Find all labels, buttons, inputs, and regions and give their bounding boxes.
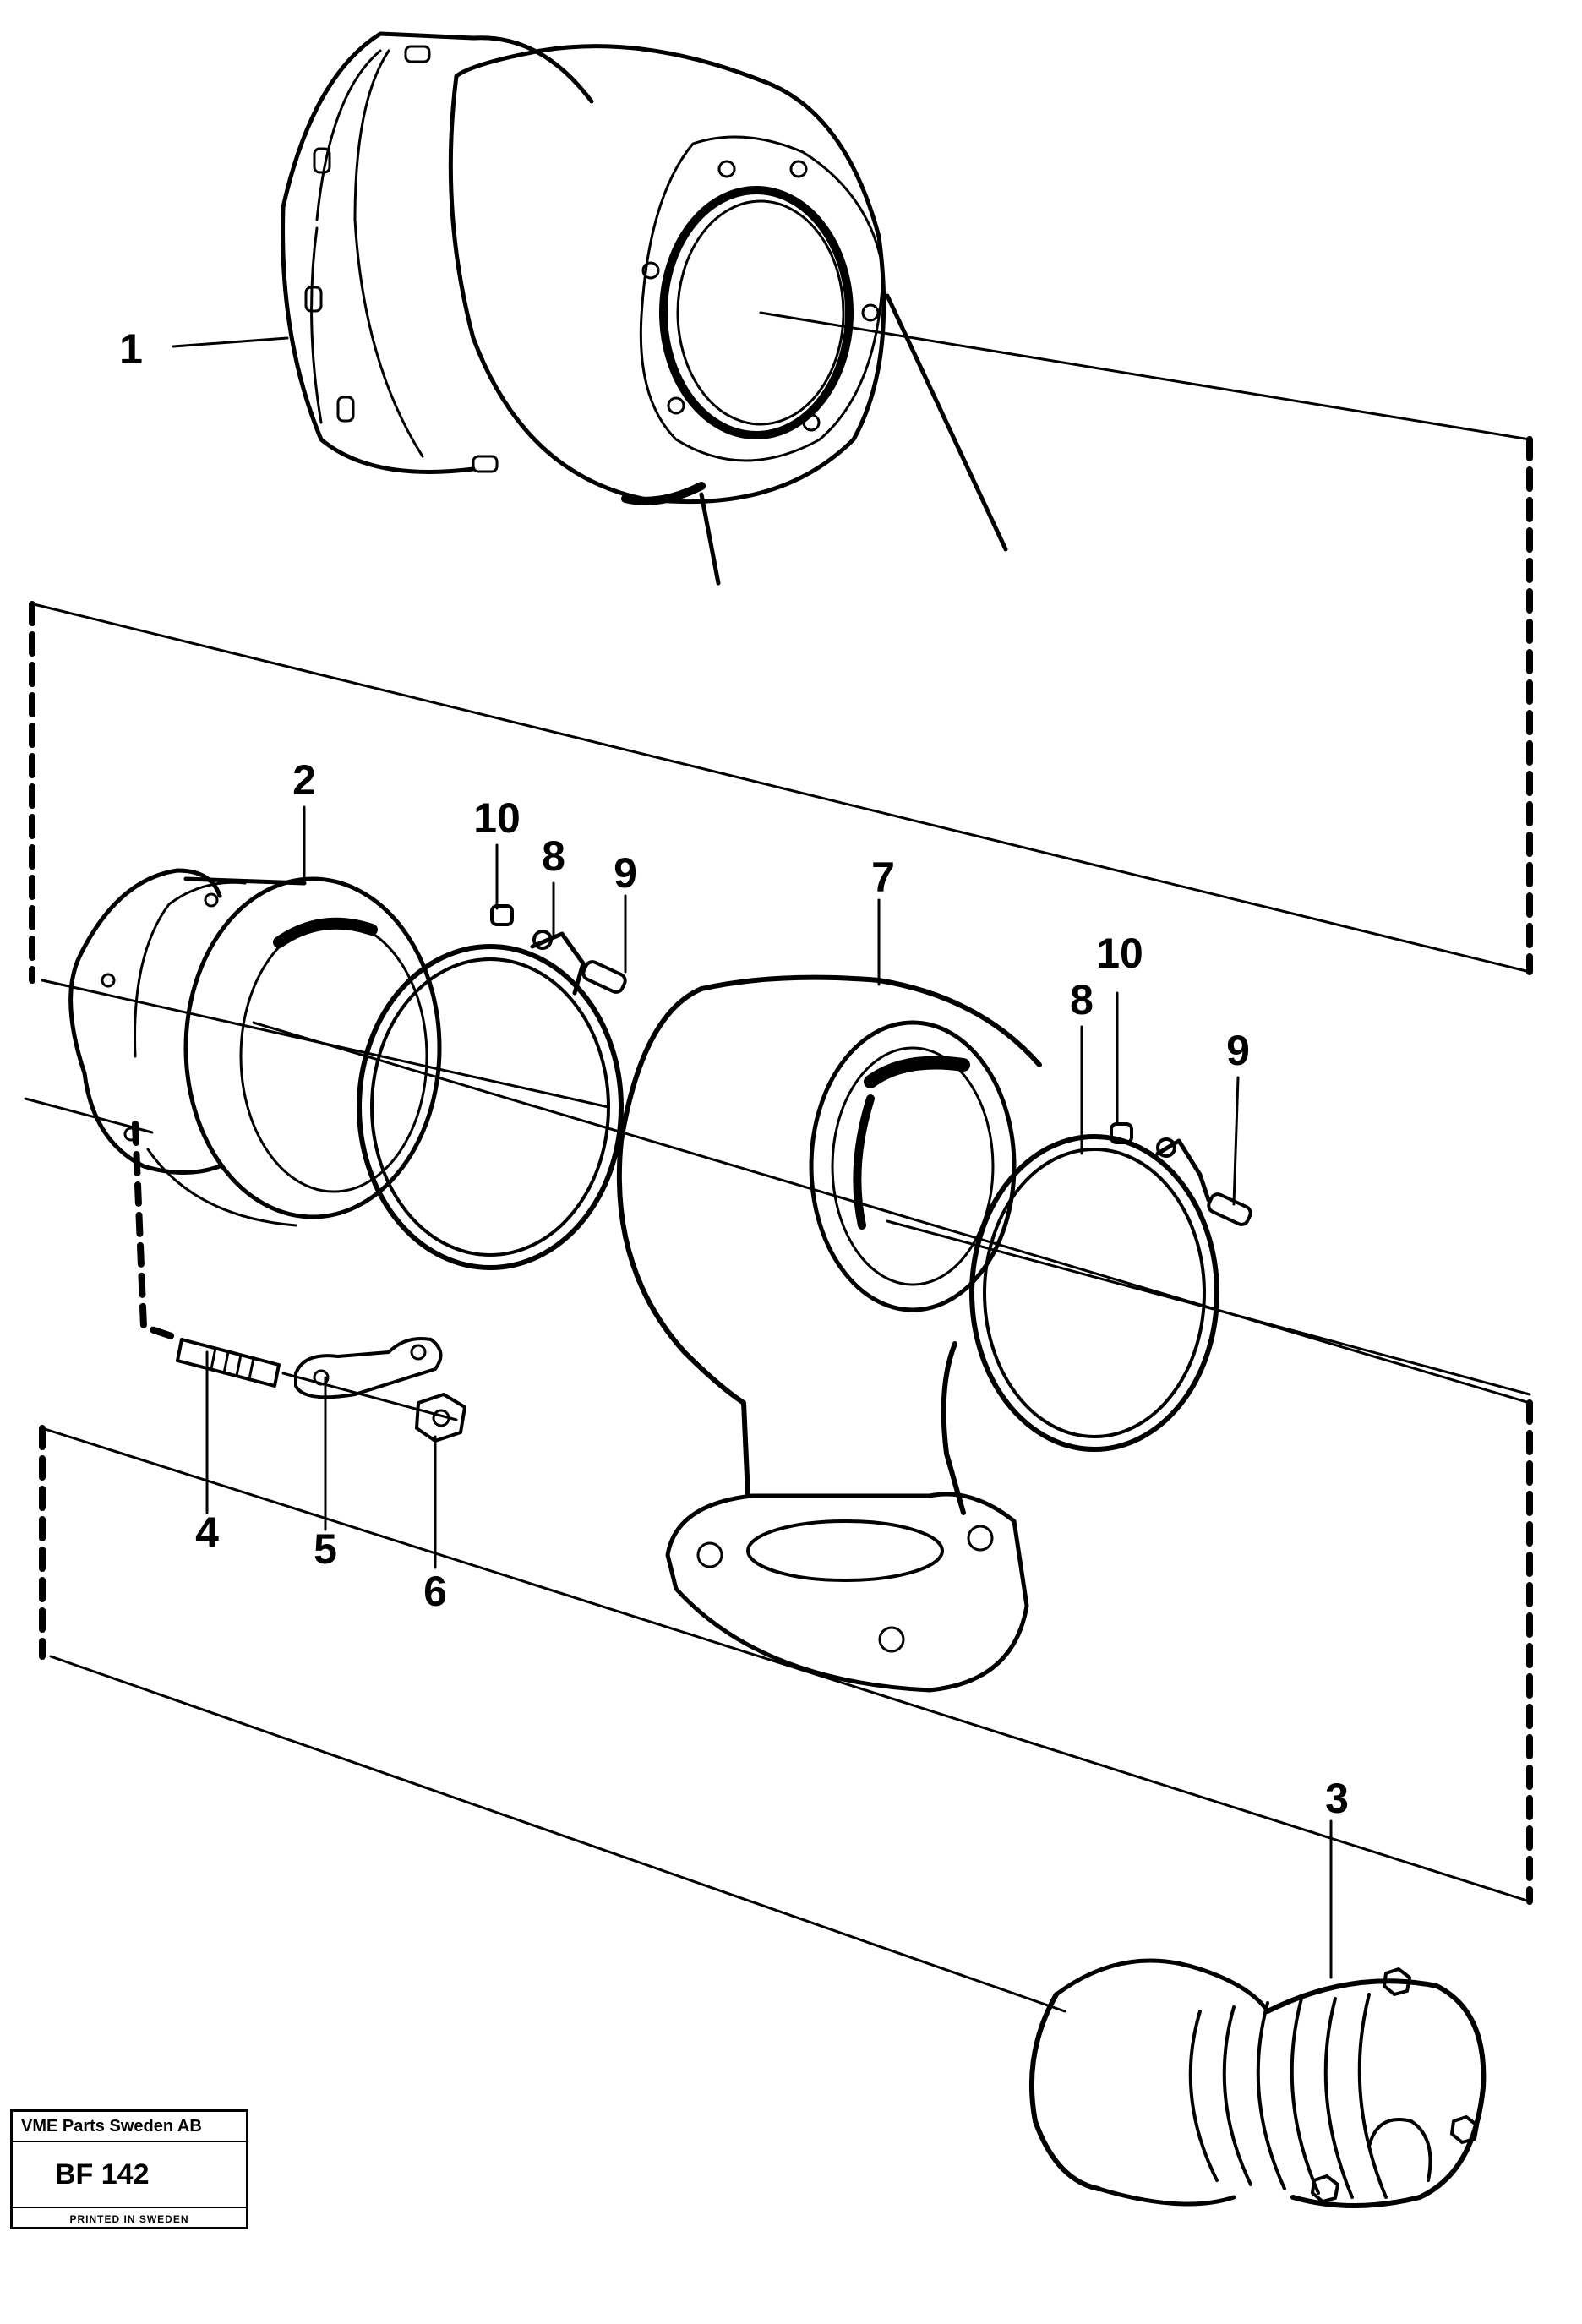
actuator-bellows — [1028, 1958, 1487, 2208]
callout-9-left: 9 — [614, 849, 637, 897]
leader-lines — [172, 336, 1333, 1979]
dashed-brackets — [29, 436, 1533, 1905]
drawing-code: BF 142 — [13, 2142, 246, 2208]
callout-8-left: 8 — [542, 832, 565, 880]
callout-2: 2 — [292, 756, 316, 804]
callout-6: 6 — [423, 1568, 447, 1615]
clamp-right — [969, 1122, 1252, 1452]
callout-3: 3 — [1325, 1775, 1349, 1822]
callout-8-right: 8 — [1070, 976, 1094, 1023]
printed-note: PRINTED IN SWEDEN — [69, 2213, 189, 2225]
title-block: VME Parts Sweden AB BF 142 PRINTED IN SW… — [10, 2109, 248, 2229]
callout-7: 7 — [871, 854, 895, 901]
nut — [415, 1393, 466, 1443]
callout-1: 1 — [119, 325, 143, 373]
elbow-pipe — [616, 974, 1042, 1693]
callout-10-left: 10 — [473, 794, 521, 842]
callout-5: 5 — [314, 1525, 337, 1573]
reference-lines — [24, 311, 1531, 2013]
callout-4: 4 — [195, 1508, 219, 1556]
clamp-left — [357, 904, 627, 1270]
callout-9-right: 9 — [1226, 1027, 1250, 1074]
lock-plate — [294, 1337, 443, 1399]
company-name: VME Parts Sweden AB — [13, 2112, 246, 2142]
turbocharger-housing — [281, 31, 1008, 586]
stud — [176, 1338, 281, 1388]
adapter — [68, 868, 442, 1227]
callout-10-right: 10 — [1096, 930, 1143, 977]
